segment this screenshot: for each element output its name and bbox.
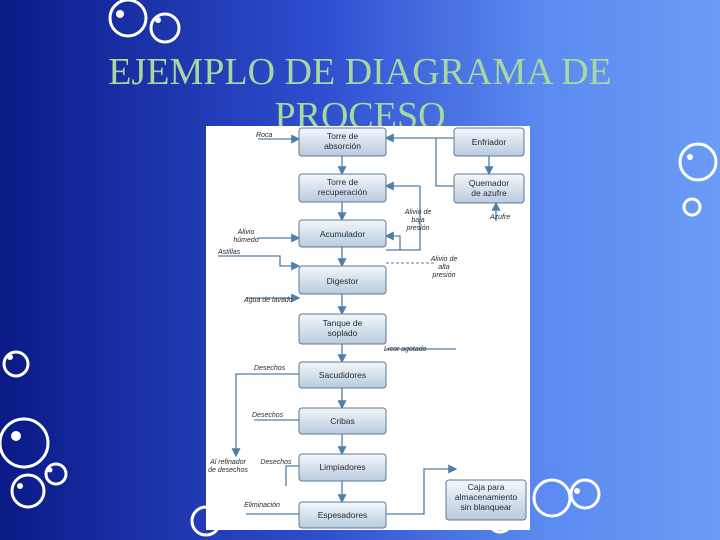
flow-lines xyxy=(218,133,501,515)
label-alivio-baja: baja xyxy=(411,217,424,224)
box-torre-recuperacion: Torre de recuperación xyxy=(298,173,387,203)
box-quemador-azufre: Quemador de azufre xyxy=(453,173,525,204)
bubble xyxy=(682,197,702,217)
box-label: soplado xyxy=(328,328,358,338)
bubble xyxy=(678,142,718,182)
box-label: Caja para xyxy=(468,482,505,492)
label-desechos: Desechos xyxy=(260,459,292,466)
label-alivio-humedo: húmedo xyxy=(233,237,258,244)
box-label: almacenamiento xyxy=(455,492,518,502)
slide-title: EJEMPLO DE DIAGRAMA DE PROCESO xyxy=(0,50,720,138)
label-alivio-baja: Alivio de xyxy=(404,209,432,216)
box-label: absorción xyxy=(324,141,361,151)
box-label: sin blanquear xyxy=(460,502,511,512)
label-refinador: Al refinador xyxy=(209,459,246,466)
label-alivio-alta: presión xyxy=(432,272,456,279)
box-caja-almacenamiento: Caja para almacenamiento sin blanquear xyxy=(445,479,527,521)
box-digestor: Digestor xyxy=(298,265,387,295)
label-agua-lavado: Agua de lavado xyxy=(243,297,293,304)
box-label: recuperación xyxy=(318,187,367,197)
box-tanque-soplado: Tanque de soplado xyxy=(298,313,387,345)
box-label: Enfriador xyxy=(472,137,507,147)
bubble xyxy=(149,12,181,44)
box-cribas: Cribas xyxy=(298,407,387,435)
bubble xyxy=(569,478,601,510)
label-licor-agotado: Licor agotado xyxy=(384,346,427,353)
box-label: Tanque de xyxy=(323,318,363,328)
process-flow-svg: Torre de absorción Enfriador Torre de re… xyxy=(208,127,527,529)
bubble xyxy=(44,462,68,486)
box-label: Quemador xyxy=(469,178,509,188)
label-astillas: Astillas xyxy=(217,249,241,256)
slide-title-line1: EJEMPLO DE DIAGRAMA DE xyxy=(108,51,612,93)
label-alivio-humedo: Alivio xyxy=(237,229,255,236)
box-limpiadores: Limpiadores xyxy=(298,453,387,482)
label-desechos: Desechos xyxy=(252,412,284,419)
box-enfriador: Enfriador xyxy=(453,127,525,157)
label-eliminacion: Eliminación xyxy=(244,502,280,509)
bubble xyxy=(532,478,572,518)
bubble xyxy=(2,350,30,378)
box-label: Torre de xyxy=(327,131,358,141)
box-label: de azufre xyxy=(471,188,507,198)
box-espesadores: Espesadores xyxy=(298,501,387,529)
box-label: Espesadores xyxy=(318,510,368,520)
label-alivio-baja: presión xyxy=(406,225,430,232)
label-alivio-alta: Alivio de xyxy=(430,256,458,263)
stream-labels: Roca Alivio de baja presión Azufre Alivi… xyxy=(208,132,510,509)
box-label: Torre de xyxy=(327,177,358,187)
label-alivio-alta: alta xyxy=(438,264,449,271)
label-refinador: de desechos xyxy=(208,467,248,474)
bubble xyxy=(0,417,50,469)
box-torre-absorcion: Torre de absorción xyxy=(298,127,387,157)
label-azufre: Azufre xyxy=(489,214,510,221)
box-sacudidores: Sacudidores xyxy=(298,361,387,389)
process-flow-diagram: Torre de absorción Enfriador Torre de re… xyxy=(206,126,530,530)
label-roca: Roca xyxy=(256,132,272,139)
bubble xyxy=(10,473,46,509)
box-label: Cribas xyxy=(330,416,355,426)
box-label: Sacudidores xyxy=(319,370,366,380)
box-label: Acumulador xyxy=(320,229,366,239)
box-label: Limpiadores xyxy=(319,462,365,472)
box-acumulador: Acumulador xyxy=(298,219,387,248)
box-label: Digestor xyxy=(327,276,359,286)
bubble xyxy=(108,0,148,38)
label-desechos: Desechos xyxy=(254,365,286,372)
